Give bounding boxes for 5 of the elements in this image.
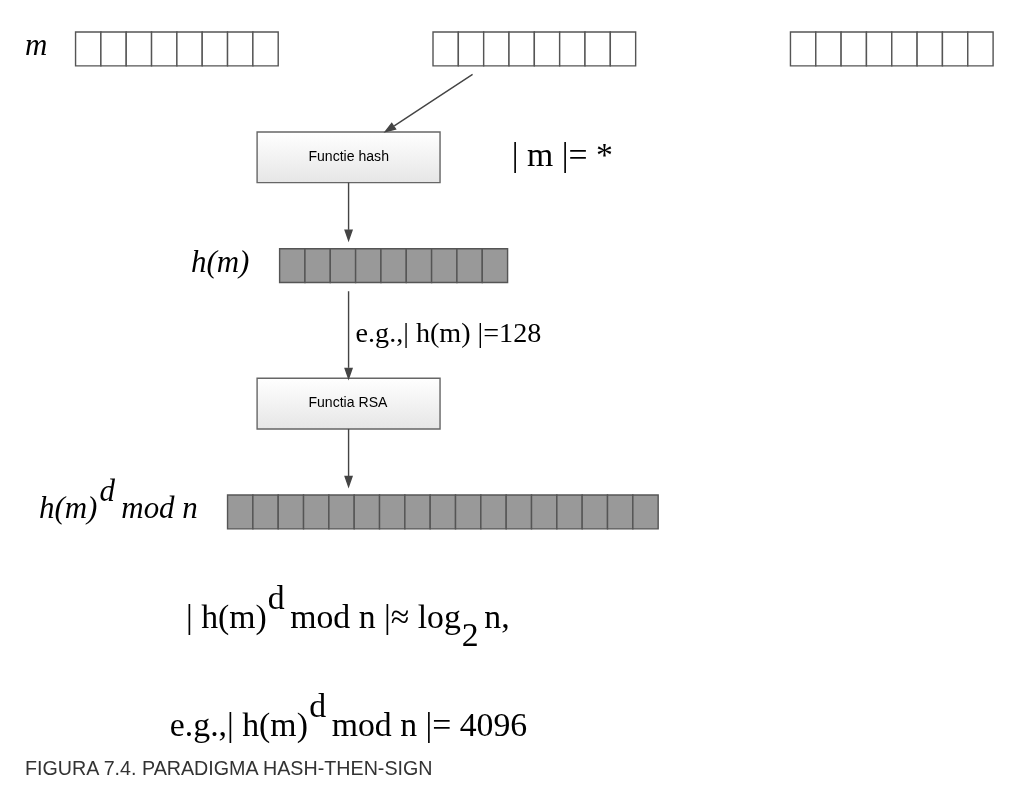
edge-label: e.g.,| h(m) |=128 [355,316,542,348]
node-label: h(m) [190,243,250,279]
caption: FIGURA 7.4. PARADIGMA HASH-THEN-SIGN [24,756,433,779]
label: | m |= * [511,135,613,173]
node-label: m [24,26,48,62]
